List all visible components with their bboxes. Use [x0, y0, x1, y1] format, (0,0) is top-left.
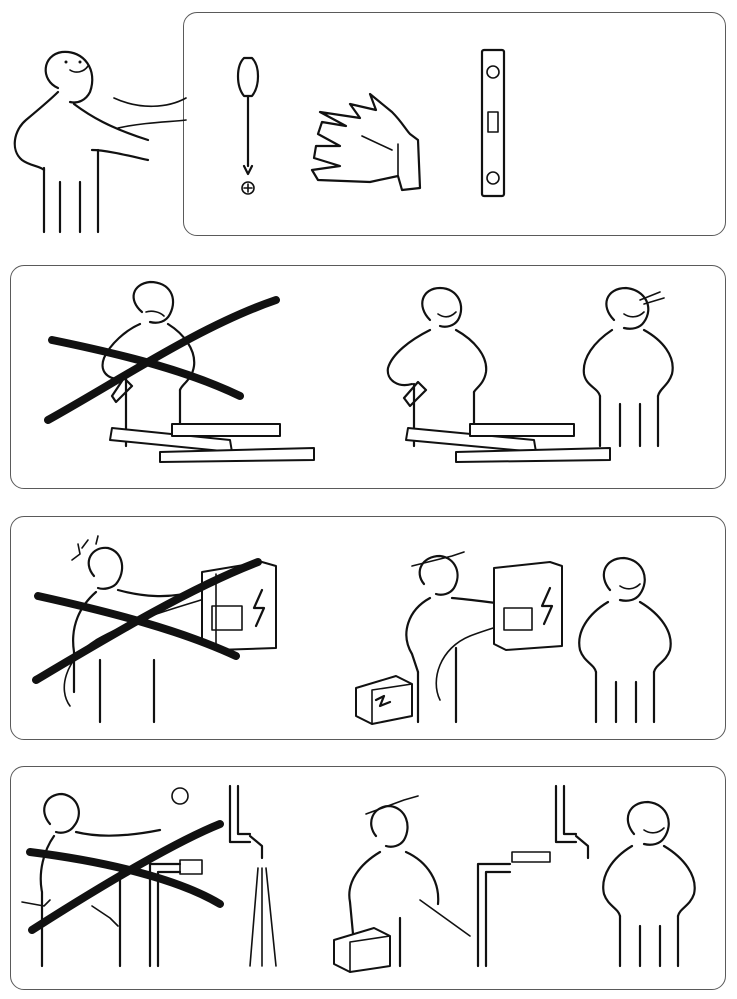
tools-speech-bubble [183, 12, 726, 236]
boards-pile-left [109, 423, 315, 463]
boards-pile-right [405, 423, 611, 463]
pipe-with-valve [476, 784, 590, 968]
pointing-figure [13, 50, 187, 234]
figure-electrocuted [63, 535, 233, 724]
observer-figure [602, 800, 696, 968]
cross-out-mark [32, 558, 262, 684]
cross-out-mark [44, 296, 280, 424]
electrical-box-left [201, 561, 277, 651]
cross-out-mark [26, 820, 224, 934]
figure-assembling-right [386, 286, 488, 448]
screwdriver-icon [236, 56, 260, 195]
spirit-level-icon [480, 48, 506, 198]
plumber-figure [348, 795, 471, 968]
gloves-icon [310, 92, 422, 192]
helper-figure-thinking [582, 286, 674, 448]
observer-figure [578, 556, 672, 724]
toolbox-icon [333, 927, 391, 973]
figure-with-burst-pipe [21, 787, 189, 968]
electrical-box-right [493, 561, 563, 651]
pipe-with-leak [148, 784, 277, 968]
toolbox-icon [355, 675, 413, 725]
